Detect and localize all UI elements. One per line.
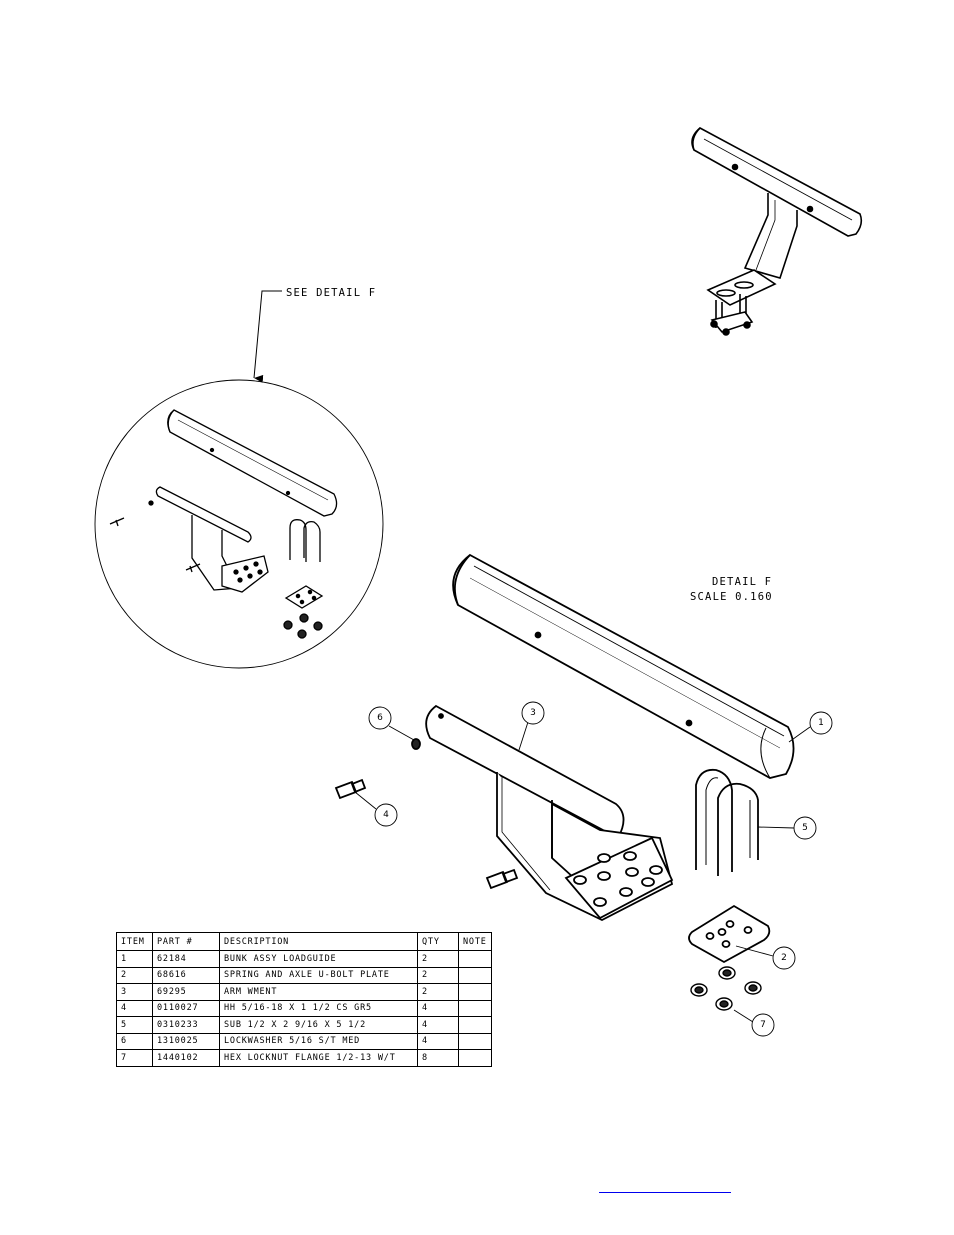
detail-circle	[94, 379, 384, 669]
bom-cell-note	[458, 1016, 492, 1034]
svg-text:2: 2	[781, 953, 787, 963]
bom-cell-part: 68616	[152, 966, 220, 984]
bom-cell-part: 1310025	[152, 1032, 220, 1050]
assembled-view	[691, 127, 863, 336]
bom-cell-qty: 4	[417, 1032, 459, 1050]
part-locknuts	[690, 966, 762, 1011]
balloons	[354, 721, 811, 1023]
svg-text:6: 6	[377, 713, 383, 723]
bom-cell-description: HH 5/16-18 X 1 1/2 CS GR5	[219, 999, 418, 1017]
bom-cell-note	[458, 1049, 492, 1067]
balloon-7: 7	[751, 1013, 775, 1037]
bom-row: 7 1440102 HEX LOCKNUT FLANGE 1/2-13 W/T …	[116, 1049, 492, 1067]
bom-header-part: PART #	[152, 932, 220, 951]
bom-cell-description: BUNK ASSY LOADGUIDE	[219, 950, 418, 968]
balloon-2: 2	[772, 946, 796, 970]
balloon-4: 4	[374, 803, 398, 827]
bom-cell-part: 69295	[152, 983, 220, 1001]
svg-text:1: 1	[818, 718, 824, 728]
bom-row: 6 1310025 LOCKWASHER 5/16 S/T MED 4	[116, 1032, 492, 1050]
bom-header-item: ITEM	[116, 932, 153, 951]
see-detail-label: SEE DETAIL F	[286, 287, 376, 299]
balloon-6: 6	[368, 706, 392, 730]
bom-cell-note	[458, 999, 492, 1017]
exploded-view	[334, 553, 795, 1011]
bom-row: 4 0110027 HH 5/16-18 X 1 1/2 CS GR5 4	[116, 999, 492, 1017]
bom-cell-note	[458, 1032, 492, 1050]
bom-header-qty: QTY	[417, 932, 459, 951]
bom-cell-qty: 2	[417, 950, 459, 968]
bom-cell-note	[458, 966, 492, 984]
bom-cell-part: 0310233	[152, 1016, 220, 1034]
bom-cell-part: 0110027	[152, 999, 220, 1017]
bom-cell-item: 1	[116, 950, 153, 968]
bom-row: 2 68616 SPRING AND AXLE U-BOLT PLATE 2	[116, 966, 492, 984]
part-lockwasher	[411, 738, 421, 750]
bom-cell-item: 4	[116, 999, 153, 1017]
bom-header-note: NOTE	[458, 932, 492, 951]
bom-cell-part: 62184	[152, 950, 220, 968]
part-plate	[688, 904, 771, 964]
bom-cell-note	[458, 950, 492, 968]
part-ubolt	[695, 768, 733, 872]
bom-cell-item: 3	[116, 983, 153, 1001]
balloon-3: 3	[521, 701, 545, 725]
bom-row: 1 62184 BUNK ASSY LOADGUIDE 2	[116, 950, 492, 968]
bom-cell-qty: 8	[417, 1049, 459, 1067]
svg-text:3: 3	[530, 708, 536, 718]
bom-row: 5 0310233 SUB 1/2 X 2 9/16 X 5 1/2 4	[116, 1016, 492, 1034]
bom-cell-description: SPRING AND AXLE U-BOLT PLATE	[219, 966, 418, 984]
bom-cell-description: ARM WMENT	[219, 983, 418, 1001]
bill-of-materials-table: ITEM PART # DESCRIPTION QTY NOTE 1 62184…	[116, 932, 492, 1067]
bom-cell-qty: 2	[417, 966, 459, 984]
bom-cell-note	[458, 983, 492, 1001]
detail-callout: SEE DETAIL F	[253, 287, 376, 383]
bom-row: 3 69295 ARM WMENT 2	[116, 983, 492, 1001]
bom-cell-item: 5	[116, 1016, 153, 1034]
bom-cell-description: SUB 1/2 X 2 9/16 X 5 1/2	[219, 1016, 418, 1034]
bom-cell-item: 6	[116, 1032, 153, 1050]
bom-header-row: ITEM PART # DESCRIPTION QTY NOTE	[116, 932, 492, 951]
svg-text:4: 4	[383, 810, 389, 820]
bom-cell-qty: 4	[417, 1016, 459, 1034]
svg-text:7: 7	[760, 1020, 766, 1030]
bom-cell-qty: 4	[417, 999, 459, 1017]
bom-cell-item: 7	[116, 1049, 153, 1067]
bom-cell-qty: 2	[417, 983, 459, 1001]
part-bolt	[334, 778, 367, 800]
detail-scale: SCALE 0.160	[690, 591, 773, 603]
bom-cell-item: 2	[116, 966, 153, 984]
footer-link[interactable]	[599, 1180, 731, 1193]
svg-text:5: 5	[802, 823, 808, 833]
detail-title: DETAIL F	[712, 576, 772, 588]
balloon-5: 5	[793, 816, 817, 840]
detail-title-block: DETAIL F SCALE 0.160	[690, 576, 773, 603]
bom-cell-description: LOCKWASHER 5/16 S/T MED	[219, 1032, 418, 1050]
part-bunk	[452, 553, 795, 779]
bom-header-description: DESCRIPTION	[219, 932, 418, 951]
bom-cell-description: HEX LOCKNUT FLANGE 1/2-13 W/T	[219, 1049, 418, 1067]
balloon-1: 1	[809, 711, 833, 735]
bom-cell-part: 1440102	[152, 1049, 220, 1067]
